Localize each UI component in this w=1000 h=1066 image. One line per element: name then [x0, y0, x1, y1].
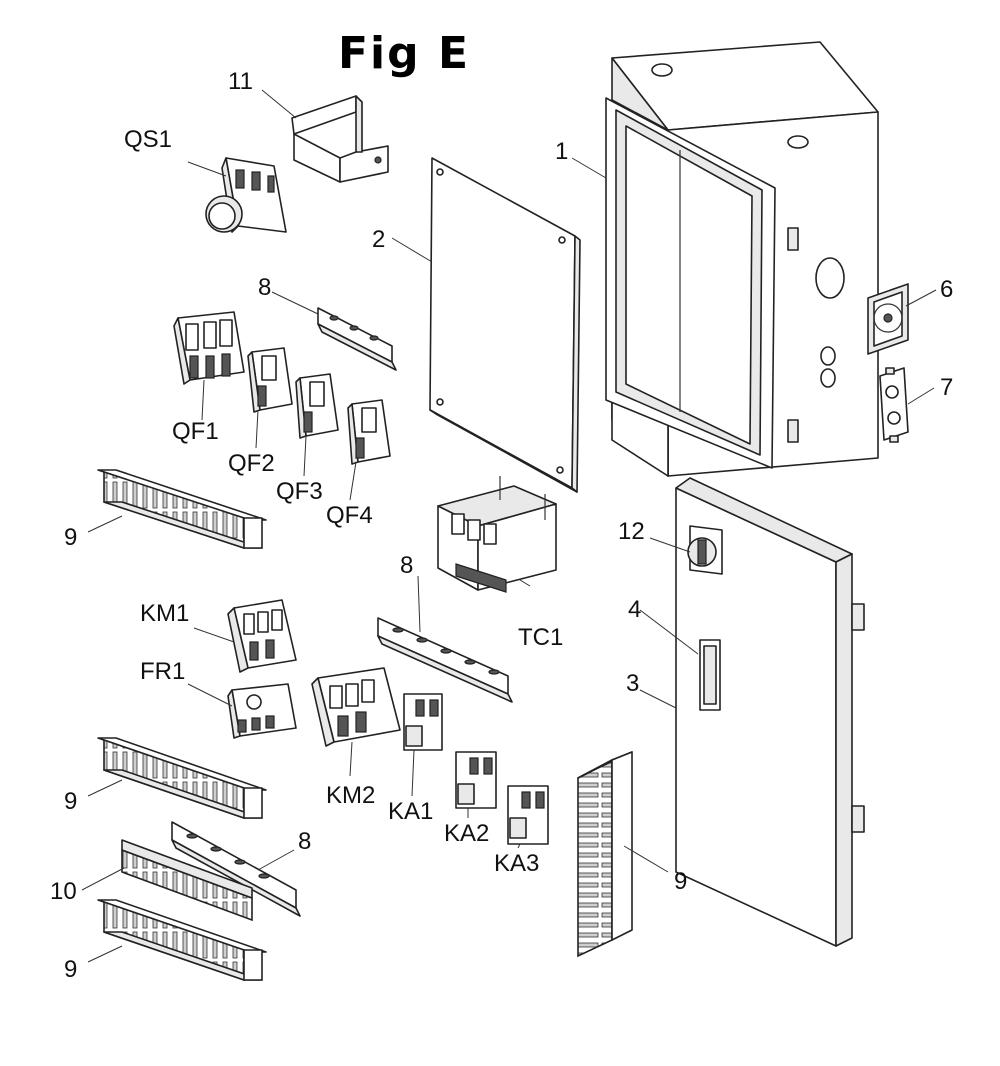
duct-vertical-part [577, 751, 633, 958]
label-mounting-plate: 2 [372, 226, 386, 253]
ka2-relay-part [455, 751, 497, 809]
label-qf3: QF3 [276, 478, 323, 505]
label-door: 3 [626, 670, 640, 697]
qf3-breaker-part [295, 373, 339, 439]
leader-lines [81, 89, 937, 963]
duct-top-part [97, 469, 267, 550]
label-duct-middle: 9 [64, 788, 78, 815]
qs1-switch-part [205, 157, 287, 233]
tc1-transformer-part [437, 476, 557, 593]
label-duct-vertical: 9 [674, 868, 688, 895]
din-rail-bottom-part [171, 821, 301, 917]
label-din-rail-bottom: 8 [298, 828, 312, 855]
label-ka1: KA1 [388, 798, 434, 825]
label-ka3: KA3 [494, 850, 540, 877]
label-tc1: TC1 [518, 624, 564, 651]
label-qf4: QF4 [326, 502, 373, 529]
label-duct-top: 9 [64, 524, 78, 551]
duct-bottom-part [97, 899, 267, 982]
label-qs1: QS1 [124, 126, 173, 153]
label-bracket: 11 [228, 68, 253, 95]
enclosure-part [605, 41, 879, 477]
ka3-relay-part [507, 785, 549, 845]
label-km1: KM1 [140, 600, 190, 627]
outlet-part [879, 367, 909, 443]
ka1-relay-part [403, 693, 443, 751]
fan-part [867, 283, 909, 355]
label-terminal-block: 10 [50, 878, 77, 905]
bracket-part [291, 95, 389, 183]
label-qf1: QF1 [172, 418, 219, 445]
terminal-block-part [121, 839, 253, 922]
figure-title: Fig E [338, 28, 471, 79]
label-fr1: FR1 [140, 658, 186, 685]
qf4-breaker-part [347, 399, 391, 465]
label-din-rail-top: 8 [258, 274, 272, 301]
label-ka2: KA2 [444, 820, 490, 847]
qf2-breaker-part [247, 347, 293, 413]
label-km2: KM2 [326, 782, 376, 809]
din-rail-top-part [317, 307, 397, 371]
label-enclosure: 1 [555, 138, 569, 165]
label-duct-bottom: 9 [64, 956, 78, 983]
qf1-breaker-part [173, 311, 245, 385]
label-rotary-handle: 12 [618, 518, 645, 545]
km1-contactor-part [227, 599, 297, 673]
label-din-rail-middle: 8 [400, 552, 414, 579]
door-part [675, 477, 865, 947]
fr1-relay-part [227, 683, 297, 739]
din-rail-middle-part [377, 617, 513, 703]
km2-contactor-part [311, 667, 401, 747]
label-outlet: 7 [940, 374, 954, 401]
label-door-window: 4 [628, 596, 642, 623]
label-fan: 6 [940, 276, 954, 303]
label-qf2: QF2 [228, 450, 275, 477]
duct-middle-part [97, 737, 267, 820]
mounting-plate-part [429, 157, 581, 493]
